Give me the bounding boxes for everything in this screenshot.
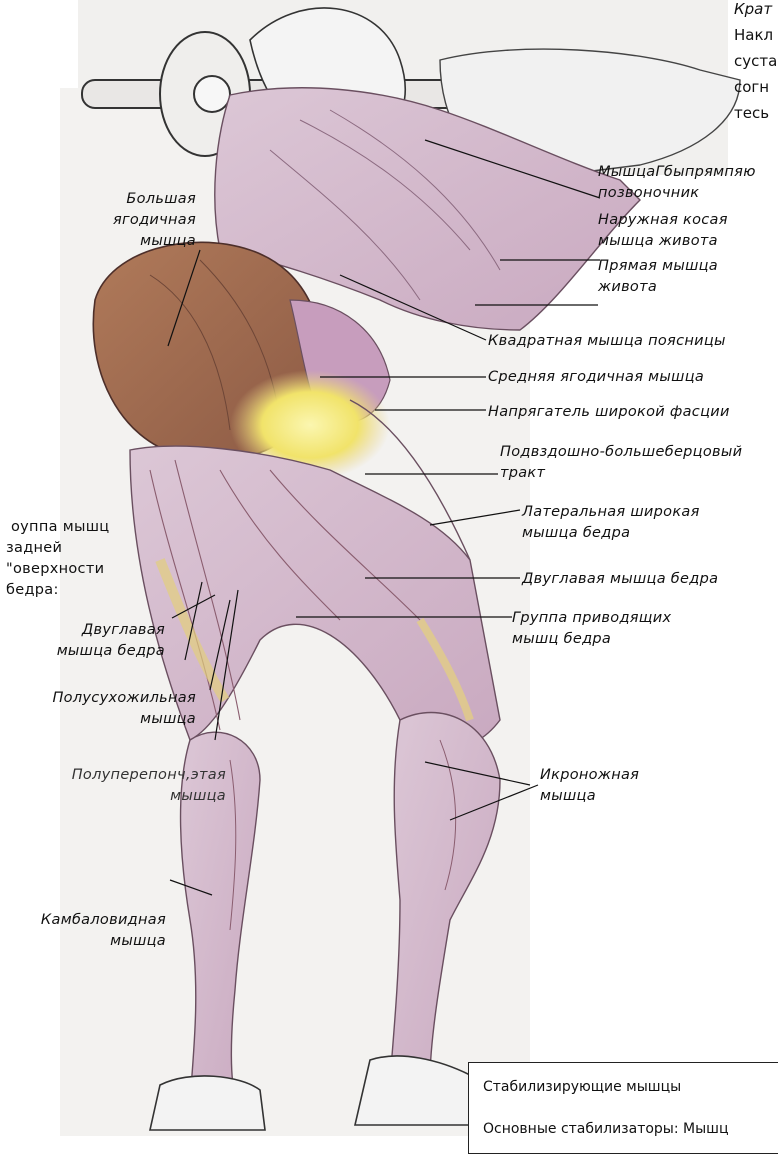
label-gastrocnemius: Икроножная мышца — [540, 765, 639, 807]
label-biceps-femoris-left: Двуглавая мышца бедра — [35, 620, 165, 662]
label-quadratus-lumborum: Квадратная мышца поясницы — [488, 331, 726, 352]
stabilizers-box: Стабилизирующие мышцы Основные стабилиза… — [468, 1062, 778, 1154]
top-text-line-1: Накл — [734, 26, 773, 44]
label-external-oblique: Наружная косая мышца живота — [598, 210, 728, 252]
stabilizers-heading: Стабилизирующие мышцы — [483, 1079, 681, 1095]
label-semitendinosus: Полусухожильная мышца — [20, 688, 196, 730]
top-text-line-3: согн — [734, 78, 769, 96]
label-rectus-abdominis: Прямая мышца живота — [598, 256, 718, 298]
top-text-line-2: суста — [734, 52, 777, 70]
label-gluteus-maximus: Большая ягодичная мышца — [108, 189, 196, 252]
label-hamstrings-group: оуппа мышц задней "оверхности бедра: — [6, 517, 109, 601]
label-soleus: Камбаловидная мышца — [10, 910, 166, 952]
label-vastus-lateralis: Латеральная широкая мышца бедра — [522, 502, 700, 544]
label-semimembranosus: Полуперепонч,этая мышца — [44, 765, 226, 807]
label-it-tract: Подвздошно-большеберцовый тракт — [500, 442, 742, 484]
top-title: Крат — [734, 0, 772, 18]
label-tensor-fascia: Напрягатель широкой фасции — [488, 402, 730, 423]
label-erector: МышцаГбыпрямпяю позвоночник — [598, 162, 756, 204]
label-biceps-femoris-right: Двуглавая мышца бедра — [522, 569, 718, 590]
stabilizers-line: Основные стабилизаторы: Мышц — [483, 1121, 729, 1137]
label-adductors: Группа приводящих мышц бедра — [512, 608, 671, 650]
top-text-line-4: тесь — [734, 104, 769, 122]
label-gluteus-medius: Средняя ягодичная мышца — [488, 367, 704, 388]
